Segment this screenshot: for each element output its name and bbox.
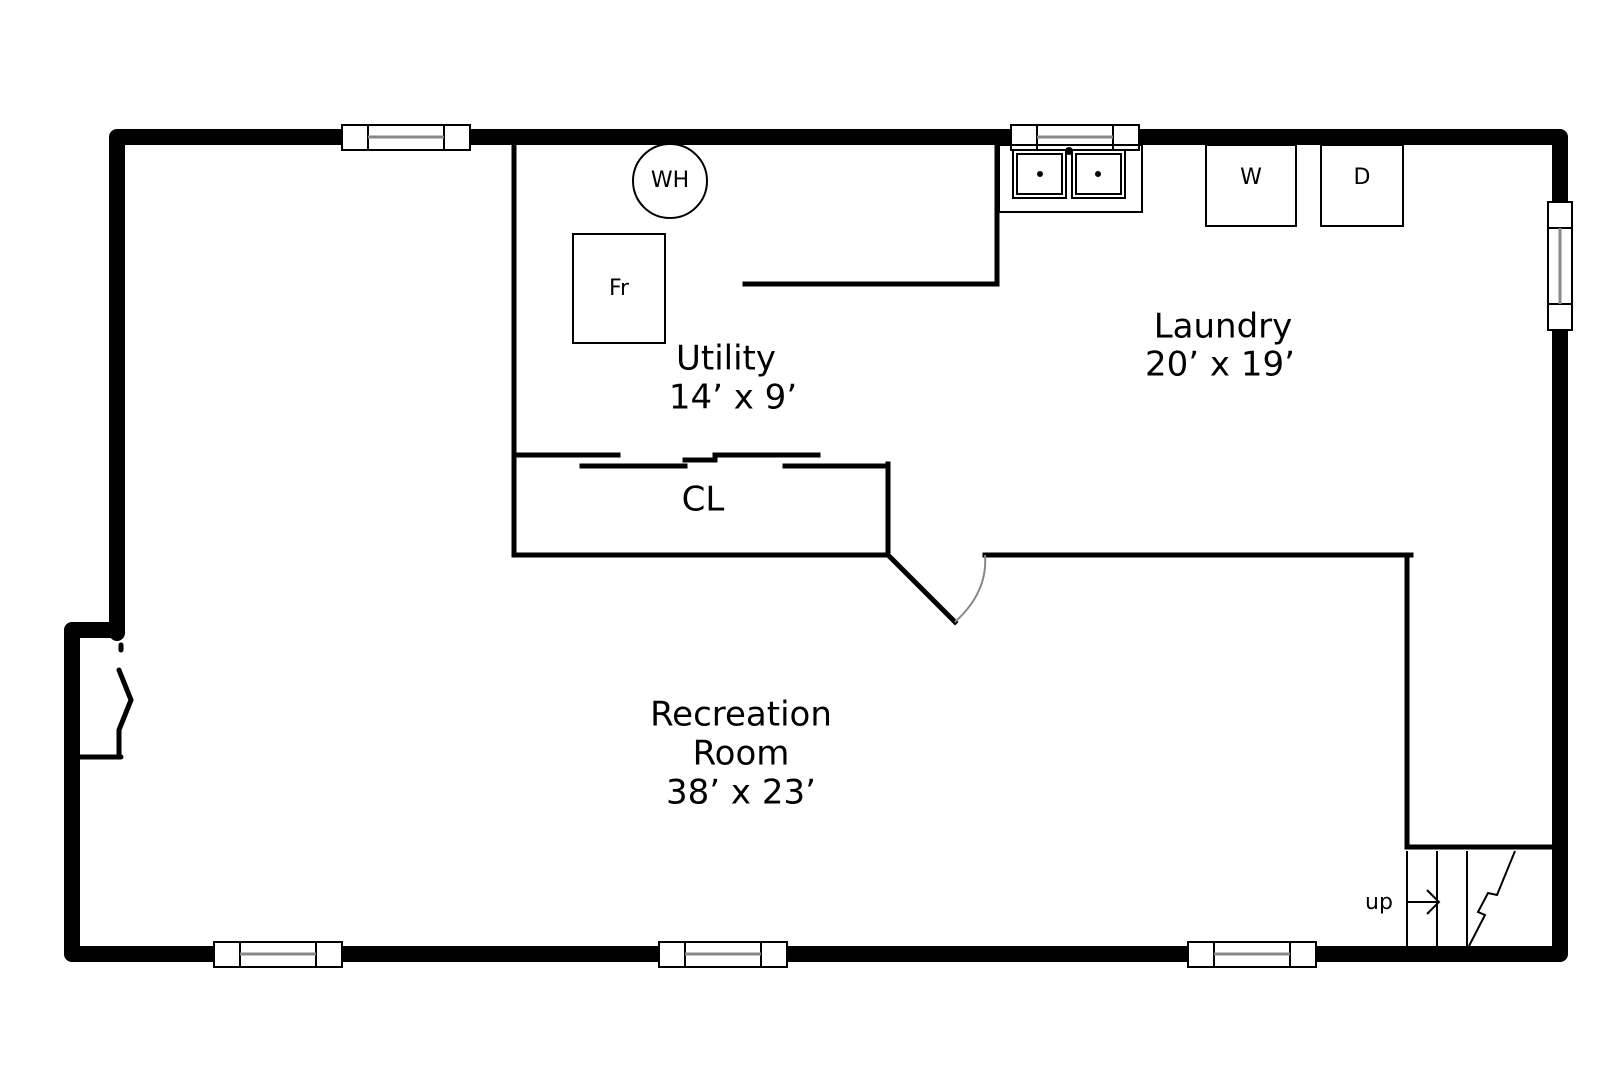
water-heater: WH [632, 143, 708, 219]
room-size-laundry: 20’ x 19’ [1145, 345, 1295, 385]
room-size-utility: 14’ x 9’ [669, 378, 797, 418]
furnace-label: Fr [609, 276, 630, 301]
door-swing-arc [954, 554, 987, 623]
washer-label: W [1240, 165, 1262, 190]
window-top-left [341, 124, 471, 151]
dryer-label: D [1354, 165, 1371, 190]
window-right [1547, 201, 1573, 331]
exterior-door [77, 642, 134, 760]
room-name-closet: CL [682, 480, 725, 520]
exterior-wall-path [64, 129, 1568, 962]
window-bottom-right [1187, 941, 1317, 968]
exterior-walls [64, 129, 1568, 962]
room-size-recreation: 38’ x 23’ [666, 773, 816, 813]
stairs-up-label: up [1365, 890, 1393, 915]
water-heater-label: WH [651, 168, 689, 193]
room-name-recreation-line2: Room [693, 734, 790, 774]
laundry-sink [998, 144, 1143, 213]
room-name-laundry: Laundry [1154, 307, 1293, 347]
window-bottom-middle [658, 941, 788, 968]
window-bottom-left [213, 941, 343, 968]
window-top-middle [1010, 124, 1140, 151]
dryer: D [1320, 144, 1404, 227]
washer: W [1205, 144, 1297, 227]
stairs: up [1365, 850, 1516, 947]
room-name-utility: Utility [676, 339, 776, 379]
furnace: Fr [572, 233, 666, 344]
room-name-recreation-line1: Recreation [650, 695, 832, 735]
interior-walls [511, 142, 1555, 850]
